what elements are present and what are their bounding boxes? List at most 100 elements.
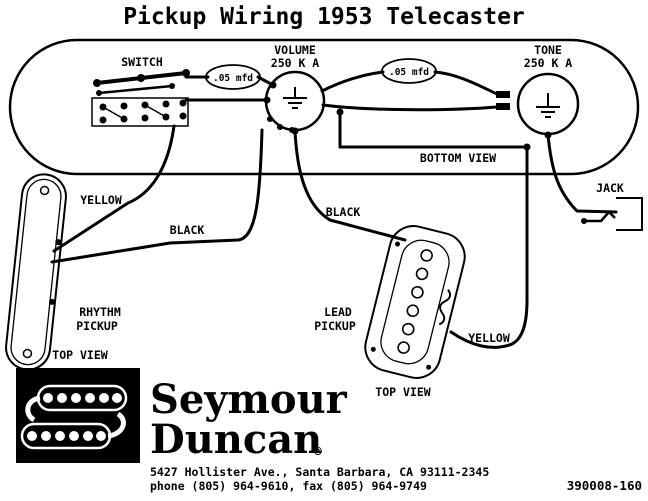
control-plate-outline xyxy=(8,38,640,176)
ground-symbol xyxy=(536,93,560,118)
wire-label-lead-yellow: YELLOW xyxy=(468,331,510,345)
switch-lever-2 xyxy=(98,84,173,95)
volume-pot-body xyxy=(264,70,326,132)
switch-contact xyxy=(179,112,187,120)
logo-pole xyxy=(55,431,65,441)
switch-terminal xyxy=(169,83,175,89)
logo-pole xyxy=(41,431,51,441)
tone-value: 250 K A xyxy=(524,56,573,70)
switch-contact xyxy=(120,102,128,110)
switch-terminal xyxy=(96,90,102,96)
lead-pickup-coil xyxy=(380,239,450,365)
switch-contact xyxy=(162,100,170,108)
logo-s-curve-bottom xyxy=(107,411,126,439)
registered-trademark: ® xyxy=(314,445,322,460)
jack-cup xyxy=(616,197,643,231)
wire-volume-to-cap2 xyxy=(320,70,385,93)
lead-pickup xyxy=(364,225,466,379)
wire-neck-yellow xyxy=(52,124,176,253)
capacitor-right: .05 mfd xyxy=(381,58,437,84)
logo-pole xyxy=(43,393,53,403)
page-title: Pickup Wiring 1953 Telecaster xyxy=(123,4,525,30)
adjust-screw xyxy=(55,239,62,246)
phone-fax-line: phone (805) 964-9610, fax (805) 964-9749 xyxy=(150,479,427,493)
switch-contact xyxy=(179,99,187,107)
mounting-hole xyxy=(426,364,432,370)
solder-joint xyxy=(336,108,344,116)
capacitor-value: .05 mfd xyxy=(213,73,253,84)
wire-volume-to-tone xyxy=(321,103,499,112)
jack-label: JACK xyxy=(596,181,624,195)
pole-piece xyxy=(420,249,433,262)
wire-label-neck-yellow: YELLOW xyxy=(80,193,122,207)
logo-pole xyxy=(69,431,79,441)
logo-pole xyxy=(27,431,37,441)
spring-symbol xyxy=(438,289,452,326)
mounting-hole xyxy=(395,241,401,247)
switch-terminal xyxy=(137,74,145,82)
brand-name-line2: Duncan xyxy=(150,416,322,463)
rhythm-pickup-cover xyxy=(5,173,67,371)
switch-contact xyxy=(99,116,107,124)
mounting-hole xyxy=(39,185,50,196)
lead-pickup-label-1: LEAD xyxy=(324,305,352,319)
pole-piece xyxy=(397,341,410,354)
capacitor-left: .05 mfd xyxy=(205,64,261,90)
pole-piece xyxy=(406,304,420,318)
solder-joint xyxy=(291,127,299,135)
wire-label-neck-black: BLACK xyxy=(170,223,205,237)
brand-name-line1: Seymour xyxy=(150,376,348,423)
wire-cap2-to-tone xyxy=(433,70,499,96)
mounting-hole xyxy=(22,348,33,359)
capacitor-value: .05 mfd xyxy=(389,67,429,78)
pole-piece xyxy=(401,322,415,336)
rhythm-pickup-label-2: PICKUP xyxy=(76,319,118,333)
volume-value: 250 K A xyxy=(271,56,320,70)
jack-tip xyxy=(584,210,616,223)
tone-lug xyxy=(496,91,510,98)
wire-plate-run xyxy=(338,110,529,149)
switch-jumpers xyxy=(102,104,167,120)
logo-pole xyxy=(71,393,81,403)
volume-lug xyxy=(277,124,283,130)
wire-neck-black xyxy=(50,128,264,264)
ground-symbol xyxy=(283,87,307,109)
lead-pickup-plate xyxy=(364,225,466,379)
logo-pole xyxy=(85,393,95,403)
logo-pole xyxy=(112,393,122,403)
volume-label: VOLUME xyxy=(274,43,316,57)
mounting-hole xyxy=(370,346,376,352)
rhythm-pickup xyxy=(5,173,67,371)
solder-joint xyxy=(544,131,552,139)
brand-logo xyxy=(16,368,140,463)
lead-pickup-label-2: PICKUP xyxy=(314,319,356,333)
logo-pole xyxy=(96,431,106,441)
part-number: 390008-160 xyxy=(567,478,642,493)
tone-label: TONE xyxy=(534,43,562,57)
lead-pickup-view-label: TOP VIEW xyxy=(375,385,430,399)
control-plate: BOTTOM VIEW xyxy=(8,38,640,176)
logo-pole xyxy=(57,393,67,403)
logo-pole xyxy=(99,393,109,403)
logo-pole xyxy=(83,431,93,441)
wire-to-jack xyxy=(546,133,618,214)
solder-joint xyxy=(523,143,531,151)
rhythm-pickup-inner xyxy=(10,178,62,366)
pole-piece xyxy=(415,267,429,281)
rhythm-pickup-view-label: TOP VIEW xyxy=(52,348,107,362)
wire-lead-yellow xyxy=(449,145,529,349)
solder-joint xyxy=(263,96,271,104)
rhythm-pickup-label-1: RHYTHM xyxy=(79,305,121,319)
switch-terminal xyxy=(182,69,190,77)
switch-contact xyxy=(141,114,149,122)
jack-terminal xyxy=(581,218,587,224)
adjust-screw xyxy=(48,298,55,305)
wire-lead-black xyxy=(293,129,407,242)
tone-pot: TONE 250 K A xyxy=(496,43,580,136)
address-line: 5427 Hollister Ave., Santa Barbara, CA 9… xyxy=(150,465,489,479)
tone-lug xyxy=(496,103,510,110)
wires xyxy=(50,70,618,349)
switch-body xyxy=(91,97,189,127)
